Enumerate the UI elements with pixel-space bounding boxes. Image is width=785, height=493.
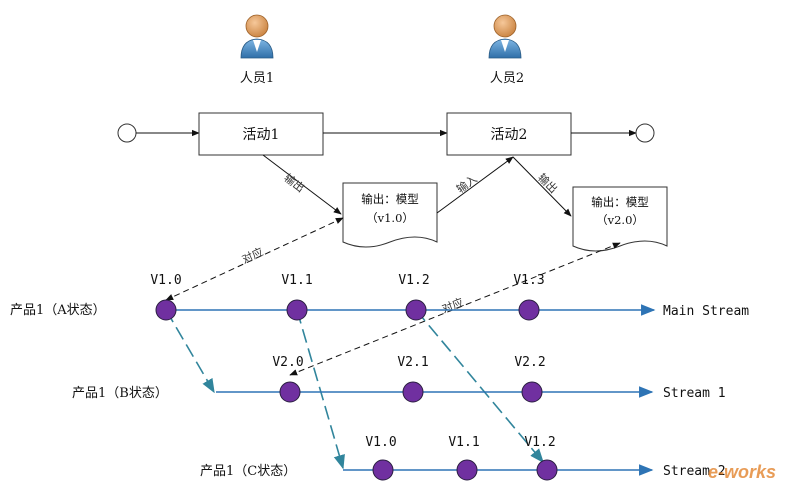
version-label: V1.0	[150, 273, 181, 288]
person-icon	[240, 14, 274, 59]
version-node[interactable]	[405, 299, 427, 321]
stream-2-end-label: Stream 2	[663, 464, 726, 479]
activity-2-label: 活动2	[491, 127, 528, 143]
person-icon	[488, 14, 522, 59]
version-node[interactable]	[286, 299, 308, 321]
edge-output-2-label: 输出	[535, 170, 560, 195]
stream-2-label: 产品1（C状态）	[200, 464, 296, 479]
version-node[interactable]	[536, 459, 558, 481]
activity-2: 活动2	[446, 112, 572, 156]
merge-a-to-c	[415, 309, 544, 464]
version-node[interactable]	[518, 299, 540, 321]
version-label: V1.3	[513, 273, 544, 288]
document-v1-version: （v1.0）	[366, 211, 414, 225]
watermark: e-works	[708, 462, 776, 482]
version-label: V2.2	[514, 355, 545, 370]
person-2: 人员2	[488, 14, 524, 86]
edge-output-1	[262, 154, 342, 215]
version-label: V1.1	[281, 273, 312, 288]
person-1-label: 人员1	[240, 71, 274, 86]
version-node[interactable]	[521, 381, 543, 403]
edge-output-2	[512, 156, 572, 217]
stream-1: 产品1（B状态） V2.0 V2.1 V2.2 Stream 1	[72, 355, 726, 403]
version-label: V2.1	[397, 355, 428, 370]
document-v1: 输出：模型 （v1.0）	[342, 182, 438, 248]
version-label: V1.1	[448, 435, 479, 450]
edge-input-2	[436, 156, 514, 214]
version-label: V1.2	[398, 273, 429, 288]
branch-a-to-b	[165, 309, 215, 394]
version-node[interactable]	[155, 299, 177, 321]
start-event	[117, 123, 137, 143]
edge-input-2-label: 输入	[454, 172, 480, 196]
version-node[interactable]	[456, 459, 478, 481]
end-event	[635, 123, 655, 143]
edge-output-1-label: 输出	[281, 171, 307, 195]
person-1: 人员1	[240, 14, 274, 86]
correspondence-link-a	[165, 217, 344, 301]
branch-a-to-c	[296, 309, 345, 470]
version-label: V2.0	[272, 355, 303, 370]
version-label: V1.2	[524, 435, 555, 450]
version-node[interactable]	[372, 459, 394, 481]
stream-2: 产品1（C状态） V1.0 V1.1 V1.2 Stream 2	[200, 435, 726, 481]
document-v2: 输出：模型 （v2.0）	[572, 186, 668, 252]
person-2-label: 人员2	[490, 71, 524, 86]
activity-1-label: 活动1	[243, 127, 280, 143]
stream-1-label: 产品1（B状态）	[72, 386, 168, 401]
stream-main-end-label: Main Stream	[663, 304, 749, 319]
document-v2-version: （v2.0）	[596, 213, 644, 227]
version-label: V1.0	[365, 435, 396, 450]
correspondence-link-a-label: 对应	[239, 244, 265, 266]
stream-1-end-label: Stream 1	[663, 386, 726, 401]
activity-1: 活动1	[198, 112, 324, 156]
version-node[interactable]	[402, 381, 424, 403]
stream-main: 产品1（A状态） V1.0 V1.1 V1.2 V1.3 Main Stream	[10, 273, 749, 321]
stream-main-label: 产品1（A状态）	[10, 303, 106, 318]
document-v1-title: 输出：模型	[361, 192, 419, 206]
correspondence-link-b-label: 对应	[440, 295, 466, 316]
version-node[interactable]	[279, 381, 301, 403]
document-v2-title: 输出：模型	[591, 195, 649, 209]
